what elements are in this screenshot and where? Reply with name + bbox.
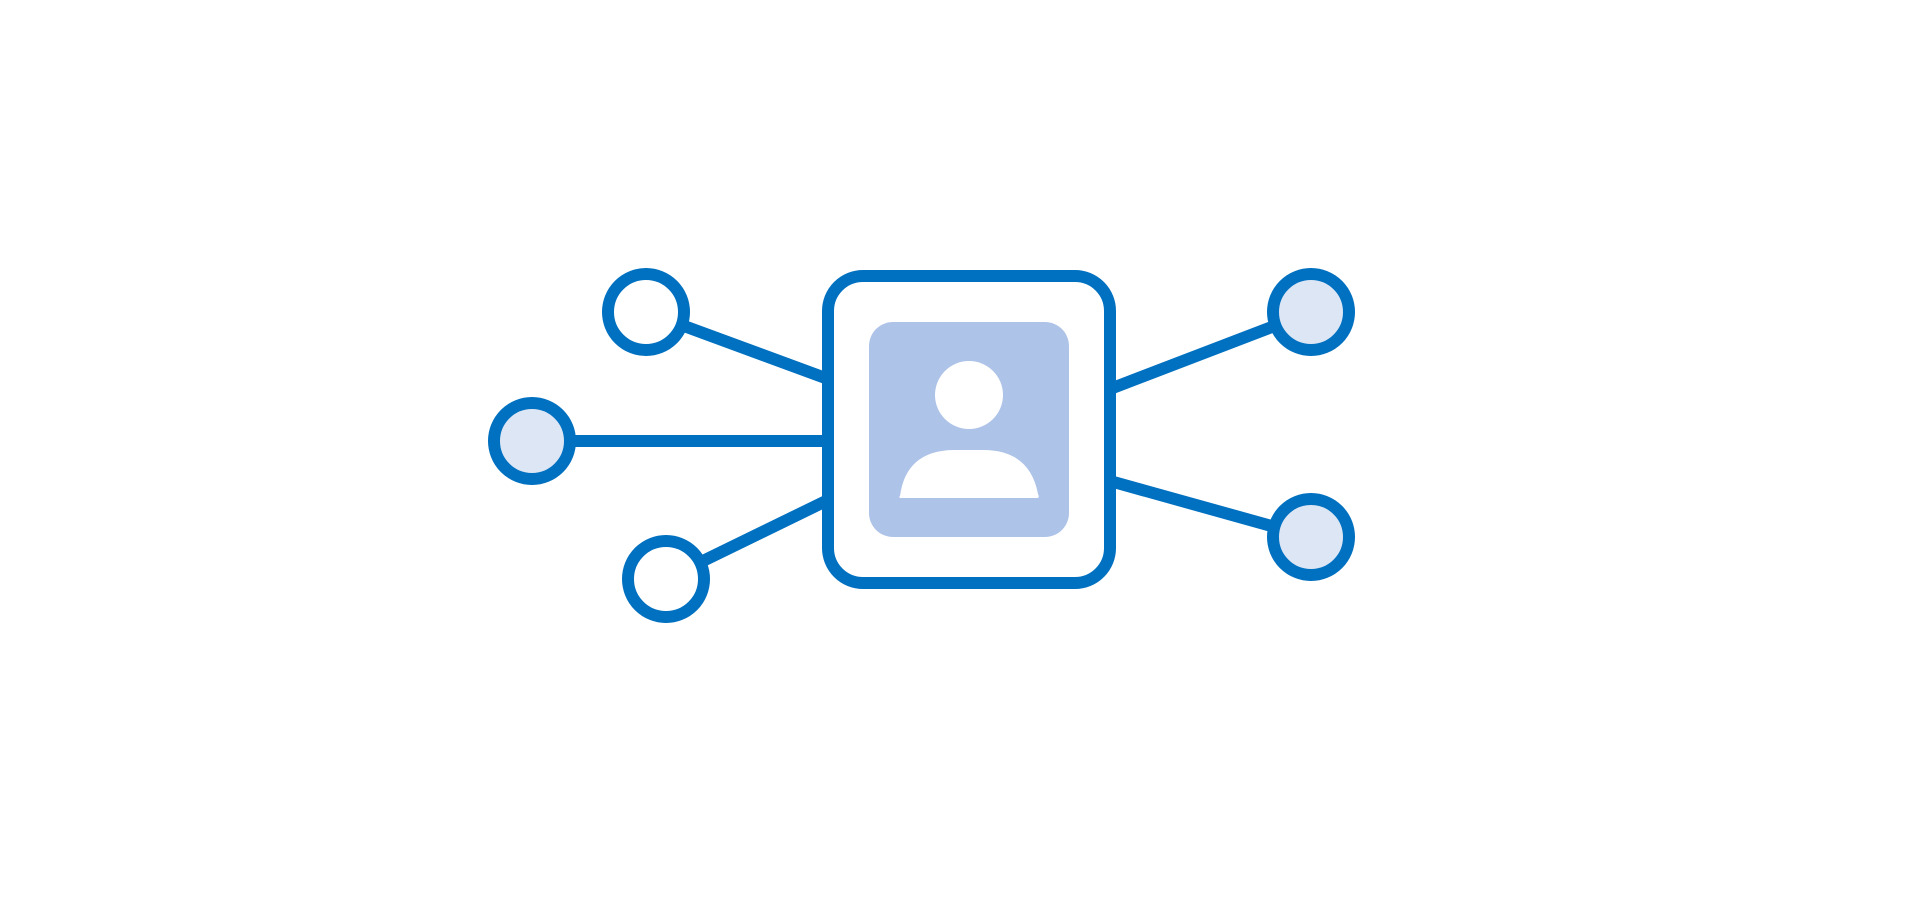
satellite-node-left-1	[602, 268, 690, 356]
satellite-nodes	[488, 268, 1355, 623]
satellite-node-right-5	[1267, 493, 1355, 581]
profile-head	[935, 361, 1003, 429]
satellite-node-left-2	[488, 397, 576, 485]
satellite-node-right-4	[1267, 268, 1355, 356]
user-profile-icon	[869, 322, 1069, 537]
profile-panel	[869, 322, 1069, 537]
profile-shoulders	[899, 450, 1039, 498]
satellite-node-left-3	[622, 535, 710, 623]
central-profile-card	[822, 270, 1116, 589]
